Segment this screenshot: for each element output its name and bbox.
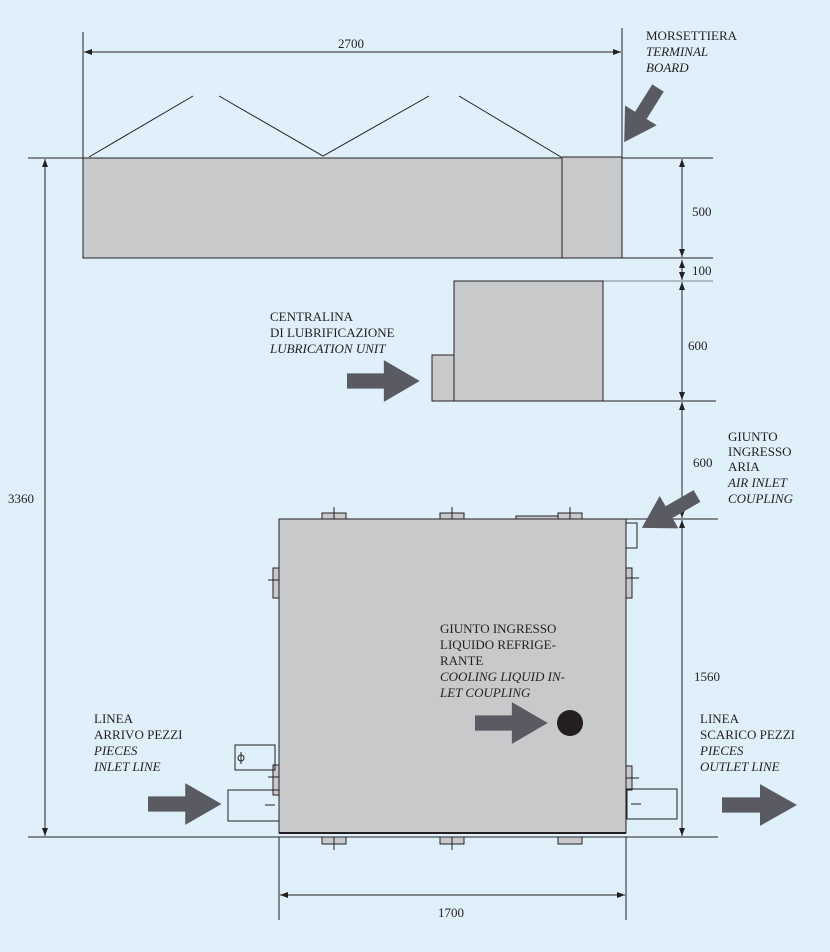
label-pieces-outlet: LINEA SCARICO PEZZI PIECES OUTLET LINE — [699, 711, 798, 774]
label-air-inlet: GIUNTO INGRESSO ARIA AIR INLET COUPLING — [727, 429, 795, 506]
pieces-outlet-arrow-icon — [722, 784, 797, 826]
label-terminal-board: MORSETTIERA TERMINAL BOARD — [646, 28, 740, 75]
label-lubrication-unit: CENTRALINA DI LUBRIFICAZIONE LUBRICATION… — [269, 309, 398, 356]
air-inlet-arrow-icon — [632, 479, 707, 545]
label-pieces-inlet: LINEA ARRIVO PEZZI PIECES INLET LINE — [93, 711, 186, 774]
dim-600-lube: 600 — [688, 338, 708, 353]
machine-body — [278, 518, 627, 834]
lubrication-arrow-icon — [347, 360, 420, 402]
lubrication-unit-tank — [431, 354, 455, 402]
dim-1560: 1560 — [694, 669, 720, 684]
pieces-inlet-arrow-icon — [148, 783, 222, 825]
pieces-outlet-conveyor — [626, 788, 678, 820]
dimension-total-width: 2700 — [82, 28, 623, 158]
zigzag-frame — [458, 95, 562, 158]
air-inlet-coupling — [625, 522, 638, 549]
dim-3360: 3360 — [8, 491, 34, 506]
terminal-board-box — [561, 156, 623, 259]
machine-bolts — [268, 507, 639, 850]
pieces-inlet-conveyor — [227, 789, 280, 822]
terminal-board-arrow-icon — [608, 78, 674, 152]
dimension-chain-right: 500 100 600 600 1560 — [679, 159, 720, 836]
dim-1700: 1700 — [438, 905, 464, 920]
inlet-motor — [234, 744, 276, 771]
dim-100: 100 — [692, 263, 712, 278]
dim-500: 500 — [692, 204, 712, 219]
lubrication-unit-box — [453, 280, 604, 402]
cooling-liquid-coupling — [557, 710, 583, 736]
zigzag-frame — [88, 95, 194, 158]
zigzag-frame — [218, 95, 430, 157]
dim-600-gap: 600 — [693, 455, 713, 470]
top-unit — [82, 157, 563, 259]
label-cooling-inlet: GIUNTO INGRESSO LIQUIDO REFRIGE- RANTE C… — [439, 621, 568, 700]
dim-2700: 2700 — [338, 36, 364, 51]
dimension-machine-width: 1700 — [278, 837, 627, 920]
